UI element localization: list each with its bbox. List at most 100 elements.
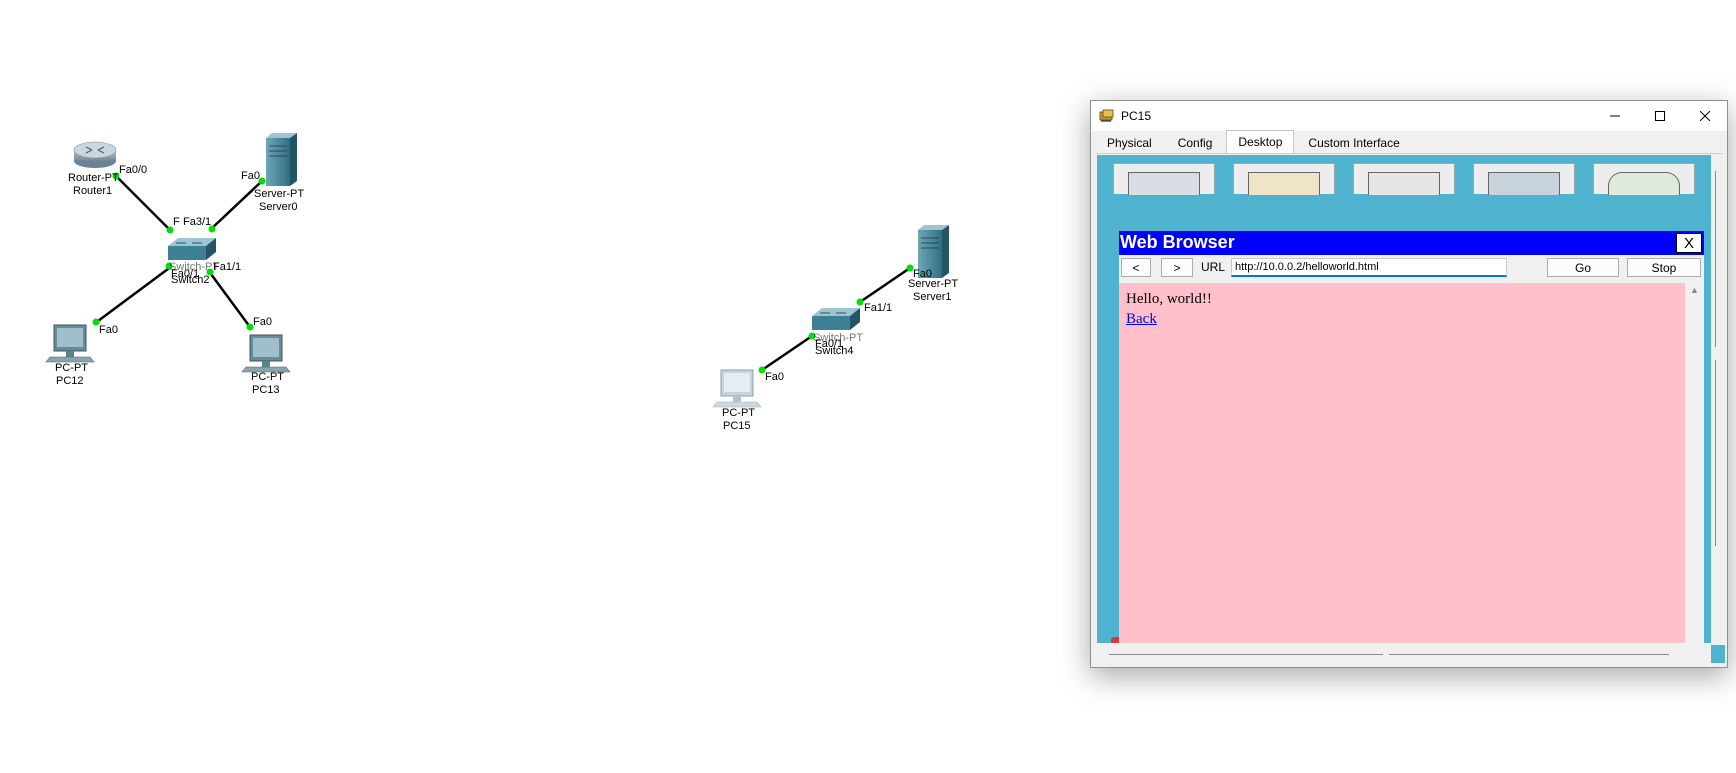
router1-device[interactable]: Router-PT Router1 [68, 141, 119, 197]
link-light [258, 177, 266, 185]
switch-icon [812, 308, 860, 330]
forward-button[interactable]: > [1161, 258, 1193, 277]
port-label: Fa0 [913, 268, 932, 280]
port-label: Fa3/1 [183, 216, 211, 228]
pc-icon [241, 334, 291, 373]
server0-device[interactable]: Server-PT Server0 [254, 133, 304, 213]
url-label: URL [1201, 260, 1226, 274]
switch4-name-label: Switch4 [815, 345, 854, 357]
port-label: Fa0/0 [119, 164, 147, 176]
tab-physical[interactable]: Physical [1107, 136, 1152, 150]
web-browser-title: Web Browser [1120, 232, 1235, 252]
web-browser-close-button[interactable]: X [1676, 233, 1702, 253]
pc15-type-label: PC-PT [722, 407, 755, 419]
link-switch2-pc13[interactable] [206, 269, 252, 328]
link-light [208, 225, 216, 233]
page-vertical-scrollbar[interactable]: ▲ ▼ [1685, 283, 1704, 643]
pc15-window[interactable]: PC15 Physical Config Desktop Custom Inte… [1090, 100, 1728, 668]
tab-desktop[interactable]: Desktop [1226, 130, 1295, 153]
pc15-name-label: PC15 [723, 420, 751, 432]
server0-type-label: Server-PT [254, 188, 304, 200]
switch4-type-label: Switch-PT [813, 332, 863, 344]
switch2-type-label: Switch-PT [169, 261, 219, 273]
page-text: Hello, world!! [1126, 291, 1212, 307]
link-light [165, 262, 173, 270]
web-browser-titlebar: Web Browser X [1119, 231, 1704, 255]
back-button[interactable]: < [1121, 258, 1151, 277]
desktop-app-icon[interactable] [1593, 163, 1695, 195]
go-button[interactable]: Go [1547, 258, 1619, 277]
desktop-app-icon[interactable] [1473, 163, 1575, 195]
desktop-app-icon[interactable] [1353, 163, 1455, 195]
link-light [856, 298, 864, 306]
tab-config[interactable]: Config [1177, 136, 1213, 150]
pc-icon [45, 324, 95, 363]
link-server0-switch2[interactable] [209, 180, 263, 231]
link-router1-switch2[interactable] [115, 175, 173, 233]
pc15-device[interactable]: PC-PT PC15 [712, 369, 762, 432]
port-label: Fa0 [253, 316, 272, 328]
desktop-horizontal-scrollbar[interactable] [1097, 643, 1711, 665]
close-window-button[interactable] [1682, 101, 1727, 131]
server-icon [266, 133, 297, 186]
router1-type-label: Router-PT [68, 172, 119, 184]
pc12-name-label: PC12 [56, 375, 84, 387]
scroll-up-icon[interactable]: ▲ [1690, 285, 1699, 295]
port-label: Fa0/1 [171, 268, 199, 280]
back-link[interactable]: Back [1126, 311, 1157, 327]
pc-icon [712, 369, 762, 408]
switch2-device[interactable]: Switch-PT Switch2 [168, 238, 219, 286]
link-light [166, 226, 174, 234]
pc13-device[interactable]: PC-PT PC13 [241, 334, 291, 396]
port-label: Fa1/1 [213, 261, 241, 273]
router1-name-label: Router1 [73, 185, 112, 197]
server1-name-label: Server1 [913, 291, 952, 303]
port-label: F [173, 216, 180, 228]
browser-nav-bar: < > URL Go Stop [1119, 257, 1704, 279]
port-label: Fa0 [99, 324, 118, 336]
window-tabs: Physical Config Desktop Custom Interface [1095, 130, 1723, 154]
desktop-app-icon[interactable] [1113, 163, 1215, 195]
window-title: PC15 [1121, 109, 1152, 123]
maximize-button[interactable] [1637, 101, 1682, 131]
server1-type-label: Server-PT [908, 278, 958, 290]
minimize-button[interactable] [1592, 101, 1637, 131]
desktop-area: Web Browser X < > URL Go Stop Hello, wor… [1097, 155, 1711, 643]
link-switch2-pc12[interactable] [93, 264, 173, 326]
window-titlebar[interactable]: PC15 [1091, 101, 1727, 131]
router-icon [73, 141, 117, 168]
pc12-device[interactable]: PC-PT PC12 [45, 324, 95, 387]
link-light [112, 172, 120, 180]
pc13-type-label: PC-PT [251, 371, 284, 383]
scrollbar-corner [1711, 645, 1725, 663]
server-icon [918, 225, 949, 278]
desktop-app-icon[interactable] [1233, 163, 1335, 195]
link-light [92, 318, 100, 326]
link-light [246, 323, 254, 331]
tab-custom-interface[interactable]: Custom Interface [1308, 136, 1400, 150]
port-label: Fa0 [241, 170, 260, 182]
packet-tracer-app-icon [1099, 109, 1114, 122]
pc12-type-label: PC-PT [55, 362, 88, 374]
pc13-name-label: PC13 [252, 384, 280, 396]
url-input[interactable] [1231, 258, 1507, 277]
close-icon [1699, 111, 1710, 121]
link-light [808, 332, 816, 340]
server1-device[interactable]: Server-PT Server1 [908, 225, 958, 303]
browser-page-view[interactable]: Hello, world!! Back [1119, 283, 1685, 643]
server0-name-label: Server0 [259, 201, 298, 213]
link-switch4-server1[interactable] [859, 266, 911, 304]
port-label: Fa0/1 [815, 338, 843, 350]
switch2-name-label: Switch2 [171, 274, 210, 286]
link-light [906, 264, 914, 272]
link-switch4-pc15[interactable] [761, 334, 813, 372]
port-label: Fa0 [765, 371, 784, 383]
port-label: Fa1/1 [864, 302, 892, 314]
switch4-device[interactable]: Switch-PT Switch4 [812, 308, 863, 357]
stop-button[interactable]: Stop [1627, 258, 1701, 277]
desktop-vertical-scrollbar[interactable] [1711, 155, 1721, 643]
web-browser: Web Browser X < > URL Go Stop Hello, wor… [1119, 231, 1704, 643]
link-light [206, 268, 214, 276]
minimize-icon [1609, 115, 1620, 117]
